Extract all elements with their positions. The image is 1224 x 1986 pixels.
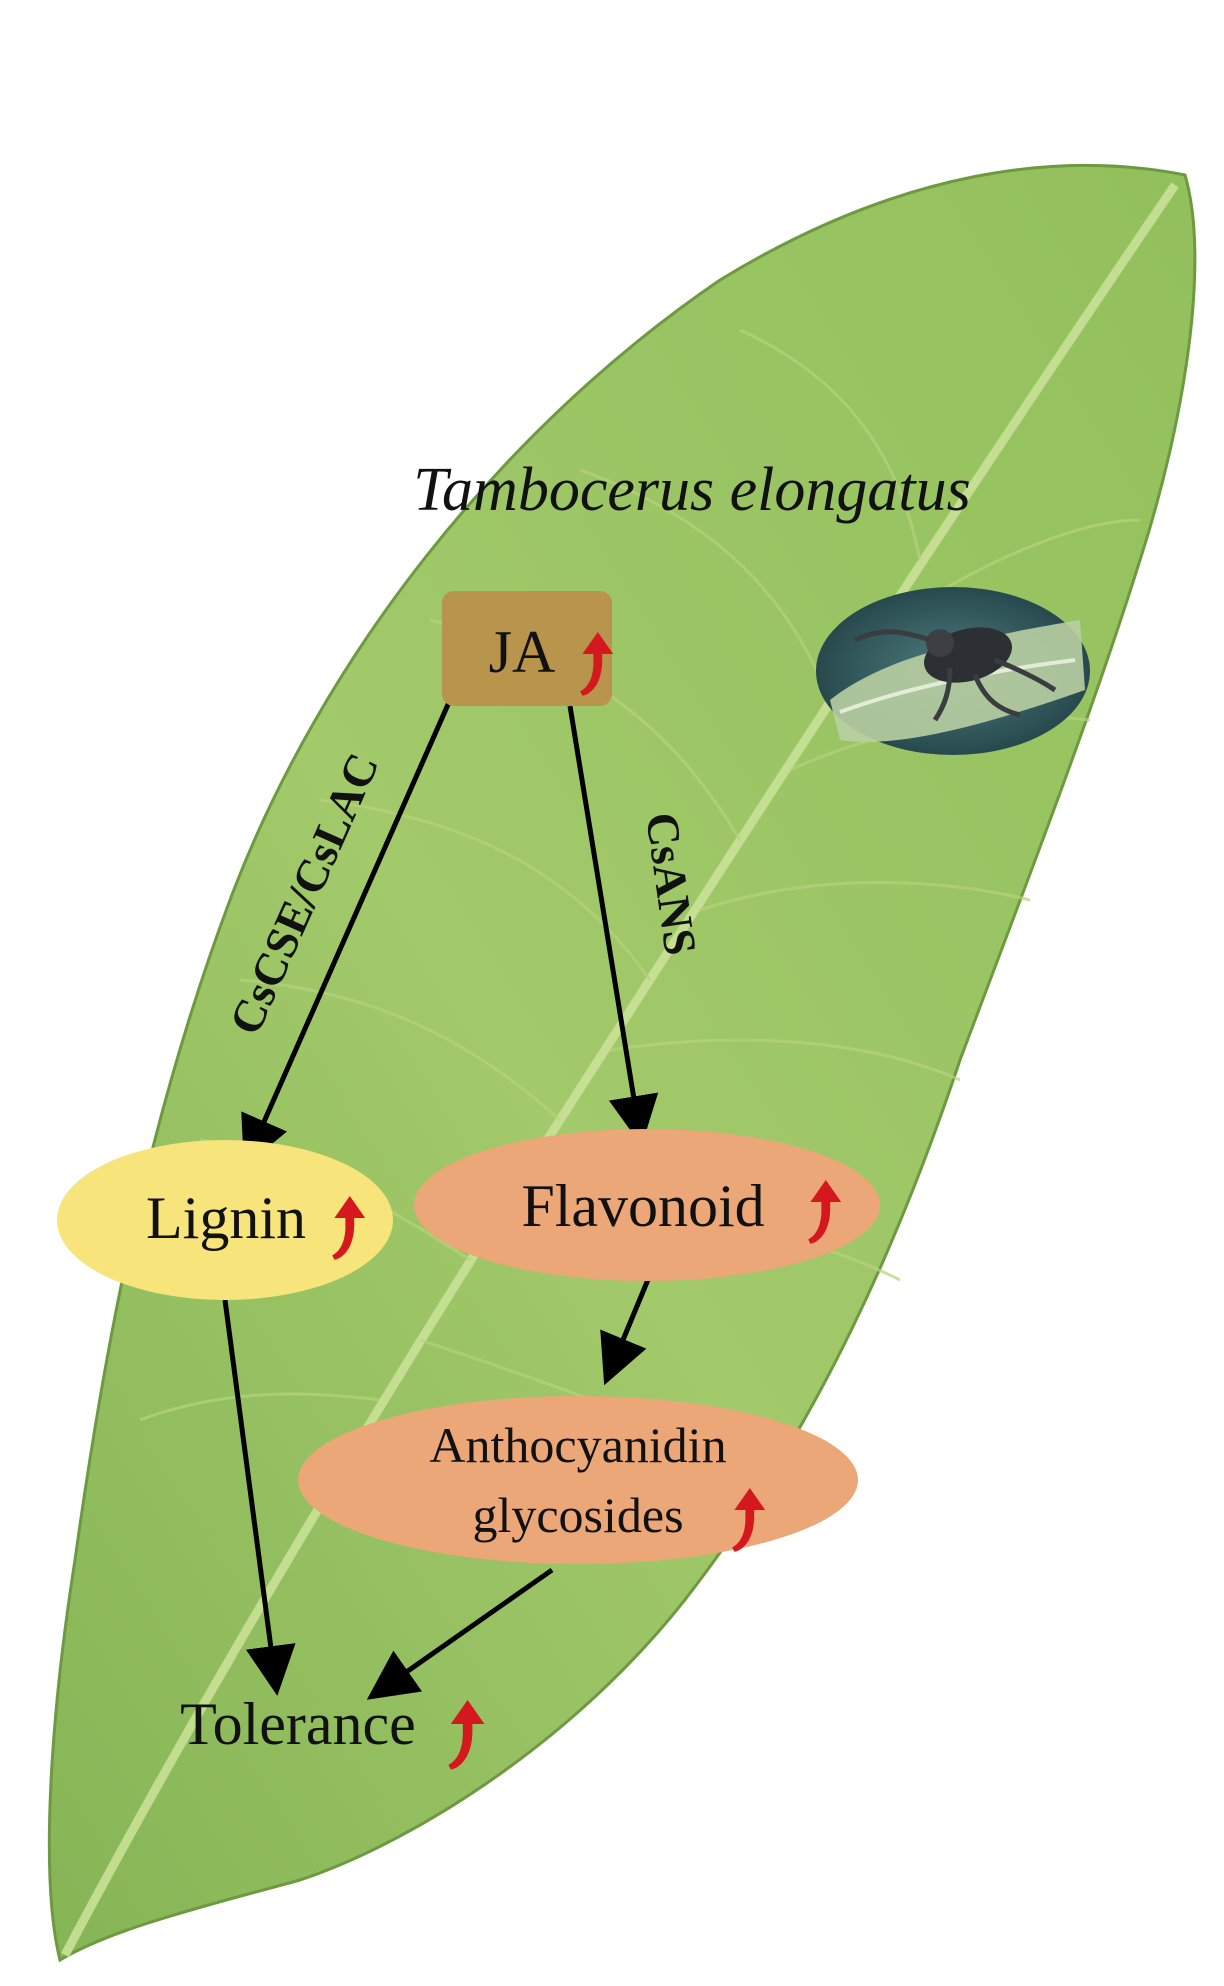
lignin-up-arrow-icon xyxy=(332,1196,366,1260)
tolerance-up-arrow-icon xyxy=(448,1700,485,1770)
anthocyanidin-ellipse xyxy=(298,1396,858,1564)
flavonoid-label: Flavonoid xyxy=(521,1173,764,1239)
node-tolerance: Tolerance xyxy=(180,1691,485,1770)
node-flavonoid: Flavonoid xyxy=(414,1129,880,1281)
ja-up-arrow-icon xyxy=(580,632,614,696)
anthocyanidin-up-arrow-icon xyxy=(732,1488,766,1552)
flavonoid-up-arrow-icon xyxy=(808,1180,842,1244)
ja-label: JA xyxy=(489,619,556,685)
anthocyanidin-label-line2: glycosides xyxy=(472,1487,683,1543)
node-ja: JA xyxy=(442,591,614,706)
node-lignin: Lignin xyxy=(57,1140,393,1300)
edge-anthocyanidin-tolerance xyxy=(366,1567,554,1700)
edges xyxy=(222,698,659,1700)
edge-ja-flavonoid xyxy=(567,705,659,1146)
lignin-label: Lignin xyxy=(146,1185,306,1251)
flavonoid-ellipse xyxy=(414,1129,880,1281)
lignin-ellipse xyxy=(57,1140,393,1300)
edge-lignin-tolerance xyxy=(222,1299,296,1696)
ja-box xyxy=(442,591,612,706)
node-anthocyanidin: Anthocyanidin glycosides xyxy=(298,1396,858,1564)
edge-ja-lignin xyxy=(241,698,453,1168)
tolerance-label: Tolerance xyxy=(180,1691,416,1757)
anthocyanidin-label-line1: Anthocyanidin xyxy=(429,1417,726,1473)
insect-image xyxy=(816,587,1090,755)
title-label: Tambocerus elongatus xyxy=(413,456,970,524)
edge-flavonoid-anthocyanidin xyxy=(600,1269,655,1386)
